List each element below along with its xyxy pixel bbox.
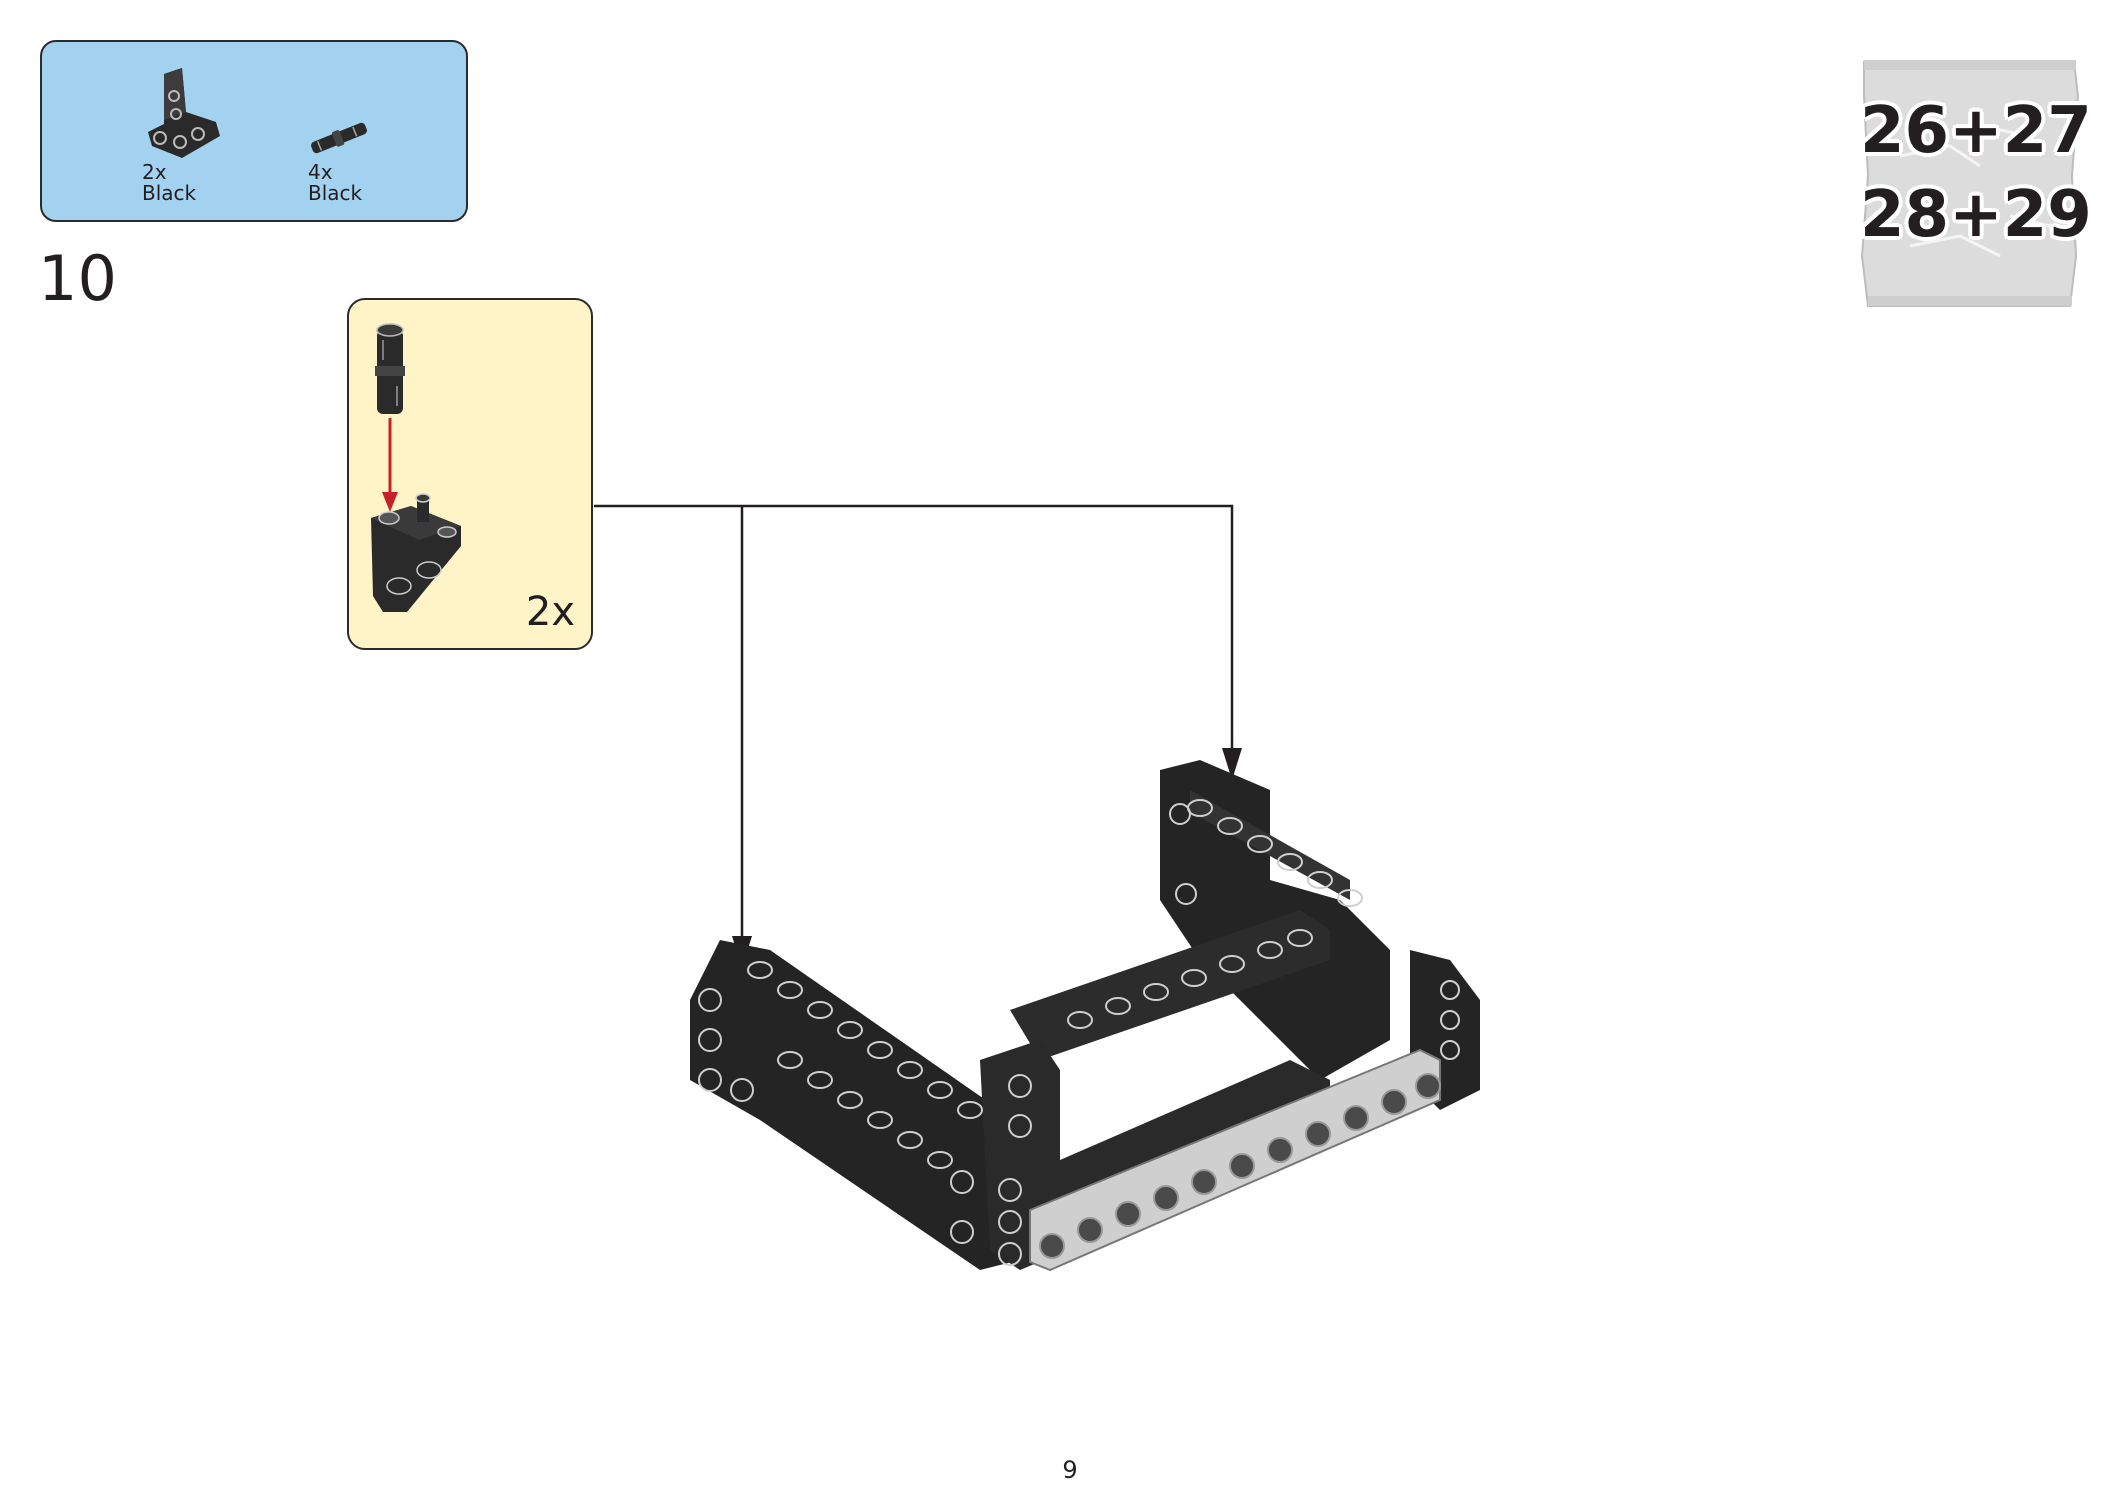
subassembly-illustration	[371, 323, 461, 612]
page-number: 9	[1062, 1456, 1078, 1484]
technic-t-beam-icon	[148, 68, 220, 158]
part-1-qty: 2x	[142, 160, 167, 184]
parts-bag-badge: 26+27 28+29	[1860, 56, 2092, 310]
part-2-color: Black	[308, 181, 363, 205]
parts-list-panel: 2x Black 4x Black	[40, 40, 468, 222]
step-number: 10	[38, 242, 117, 315]
assembly-arrow-icon	[382, 418, 398, 512]
part-2-label: 4x Black	[308, 162, 362, 204]
parts-bag-icon	[1860, 60, 2080, 307]
technic-pin-icon	[375, 323, 405, 414]
technic-pin-icon	[311, 122, 367, 154]
technic-t-beam-icon	[371, 493, 461, 612]
part-1-label: 2x Black	[142, 162, 196, 204]
part-1-color: Black	[142, 181, 197, 205]
bag-number-line2: 28+29	[1860, 178, 2092, 252]
model-assembly-illustration	[690, 760, 1480, 1272]
part-2-qty: 4x	[308, 160, 333, 184]
subassembly-callout: 2x	[347, 298, 593, 650]
callout-multiplier: 2x	[525, 589, 575, 635]
bag-number-line1: 26+27	[1860, 94, 2092, 168]
